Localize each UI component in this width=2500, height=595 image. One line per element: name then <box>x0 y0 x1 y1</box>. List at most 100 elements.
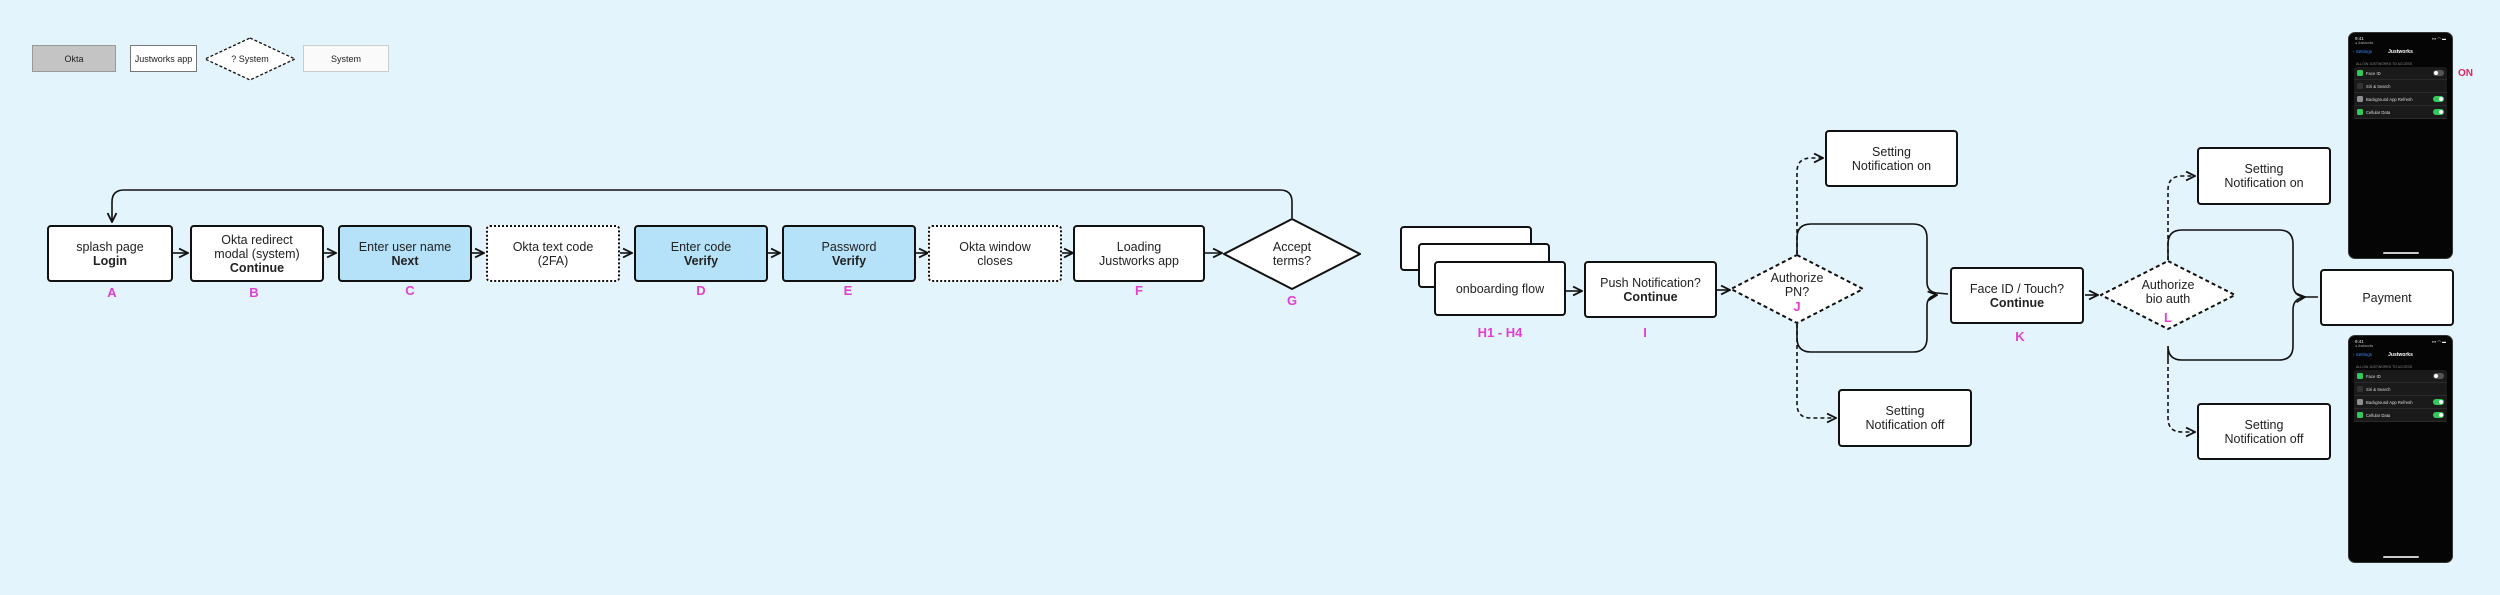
node-password[interactable]: Password Verify <box>782 225 916 282</box>
phone-section-header: ALLOW JUSTWORKS TO ACCESS <box>2356 365 2413 369</box>
phone-back-app: ◂ Justworks <box>2355 41 2374 45</box>
node-okta-redirect[interactable]: Okta redirect modal (system) Continue <box>190 225 324 282</box>
phone-home-indicator <box>2382 556 2419 558</box>
setting-label: Face ID <box>2366 70 2381 76</box>
node-pn-on-line2: Notification on <box>1851 158 1932 173</box>
phone-back-app: ◂ Justworks <box>2355 344 2374 348</box>
node-a-line1: splash page <box>76 239 144 254</box>
tag-e: E <box>843 283 853 298</box>
diamond-l-shape <box>2100 260 2236 330</box>
phone-back-button[interactable]: ‹ Settings <box>2353 49 2373 54</box>
phone-setting-row[interactable]: Background App Refresh <box>2354 93 2447 106</box>
node-authorize-pn[interactable]: Authorize PN? <box>1730 254 1864 324</box>
tag-b: B <box>249 285 259 300</box>
node-payment[interactable]: Payment <box>2320 269 2454 326</box>
node-f-line1: Loading <box>1116 239 1162 254</box>
phone-back-button[interactable]: ‹ Settings <box>2353 352 2373 357</box>
tag-a: A <box>107 285 117 300</box>
node-d-action: Verify <box>683 253 719 268</box>
node-bio-on-line1: Setting <box>2244 162 2284 176</box>
arrow-j-k <box>1796 223 1948 353</box>
phone-time: 9:41 <box>2355 36 2364 41</box>
node-pn-off-line2: Notification off <box>1865 418 1945 432</box>
node-bio-setting-on[interactable]: Setting Notification on <box>2197 147 2331 205</box>
phone-title: Justworks <box>2388 49 2413 55</box>
node-j-line2: PN? <box>1784 285 1810 299</box>
tag-c: C <box>405 283 415 298</box>
tag-l: L <box>2164 310 2172 325</box>
node-l-line1: Authorize <box>2141 278 2195 292</box>
node-b-action: Continue <box>229 260 285 275</box>
setting-toggle[interactable] <box>2433 109 2444 115</box>
node-h-line1: onboarding flow <box>1455 281 1545 296</box>
phone-setting-row[interactable]: Cellular Data <box>2354 409 2447 422</box>
arrow-g-loop-a <box>112 189 1293 222</box>
node-authorize-bio-auth[interactable]: Authorize bio auth <box>2100 260 2236 330</box>
arrow-j-pn-off <box>1796 324 1836 418</box>
node-loading-justworks[interactable]: Loading Justworks app <box>1073 225 1205 282</box>
legend-okta-label: Okta <box>64 53 84 64</box>
node-bio-off-line2: Notification off <box>2224 431 2304 446</box>
setting-app-icon <box>2357 386 2363 392</box>
node-enter-code[interactable]: Enter code Verify <box>634 225 768 282</box>
phone-setting-row[interactable]: Face ID <box>2354 67 2447 80</box>
legend-justworks-app-label: Justworks app <box>134 53 193 64</box>
phone-title: Justworks <box>2388 352 2413 358</box>
node-i-action: Continue <box>1623 289 1678 304</box>
arrow-l-bio-on <box>2167 176 2195 260</box>
node-okta-window-closes[interactable]: Okta window closes <box>928 225 1062 282</box>
setting-toggle[interactable] <box>2433 96 2444 102</box>
node-pn-on-line1: Setting <box>1872 144 1911 159</box>
phone-setting-row[interactable]: Siri & Search <box>2354 383 2447 396</box>
node-enter-user-name[interactable]: Enter user name Next <box>338 225 472 282</box>
tag-f: F <box>1135 283 1143 298</box>
legend-system-decision: ? System <box>204 37 296 81</box>
setting-toggle[interactable] <box>2433 399 2444 405</box>
node-bio-setting-off[interactable]: Setting Notification off <box>2197 403 2331 460</box>
legend-system: System <box>303 45 389 72</box>
phone-home-indicator <box>2382 252 2419 254</box>
phone-time: 9:41 <box>2355 339 2364 344</box>
phone-setting-row[interactable]: Cellular Data <box>2354 106 2447 119</box>
phone-section-header: ALLOW JUSTWORKS TO ACCESS <box>2356 62 2413 66</box>
setting-toggle[interactable] <box>2433 412 2444 418</box>
setting-app-icon <box>2357 96 2363 102</box>
node-onboarding-flow[interactable]: onboarding flow <box>1434 261 1566 316</box>
node-j-line1: Authorize <box>1770 271 1824 285</box>
node-k-line1: Face ID / Touch? <box>1969 281 2065 296</box>
setting-label: Cellular Data <box>2366 412 2391 418</box>
node-accept-terms[interactable]: Accept terms? <box>1223 218 1361 290</box>
tag-j: J <box>1793 299 1801 314</box>
setting-label: Background App Refresh <box>2366 96 2413 102</box>
node-payment-label: Payment <box>2362 290 2412 305</box>
node-d-line1: Enter code <box>670 239 732 254</box>
arrow-l-bio-off <box>2167 360 2195 432</box>
phone-setting-row[interactable]: Face ID <box>2354 370 2447 383</box>
node-push-notification[interactable]: Push Notification? Continue <box>1584 261 1717 318</box>
tag-g: G <box>1286 293 1298 308</box>
node-okta-text-code[interactable]: Okta text code (2FA) <box>486 225 620 282</box>
node-b-line2: modal (system) <box>214 246 300 261</box>
node-a-action: Login <box>92 253 127 268</box>
setting-app-icon <box>2357 412 2363 418</box>
legend-system-label: System <box>330 53 361 64</box>
setting-toggle[interactable] <box>2433 373 2444 379</box>
node-pn-setting-off[interactable]: Setting Notification off <box>1838 389 1972 447</box>
setting-label: Siri & Search <box>2366 83 2391 89</box>
node-pn-setting-on[interactable]: Setting Notification on <box>1825 130 1958 187</box>
node-okta-text-line2: (2FA) <box>537 253 569 268</box>
node-b-line1: Okta redirect <box>221 232 293 247</box>
setting-toggle[interactable] <box>2433 70 2444 76</box>
phone-setting-row[interactable]: Siri & Search <box>2354 80 2447 93</box>
node-face-id-touch[interactable]: Face ID / Touch? Continue <box>1950 267 2084 324</box>
tag-h: H1 - H4 <box>1477 325 1523 340</box>
phone-setting-row[interactable]: Background App Refresh <box>2354 396 2447 409</box>
phone-status-icons: ▪▪▪ ◠ ▬ <box>2432 36 2446 41</box>
legend-okta: Okta <box>32 45 116 72</box>
on-label: ON <box>2458 68 2473 79</box>
tag-i: I <box>1643 325 1647 340</box>
tag-d: D <box>696 283 706 298</box>
node-splash-page[interactable]: splash page Login <box>47 225 173 282</box>
